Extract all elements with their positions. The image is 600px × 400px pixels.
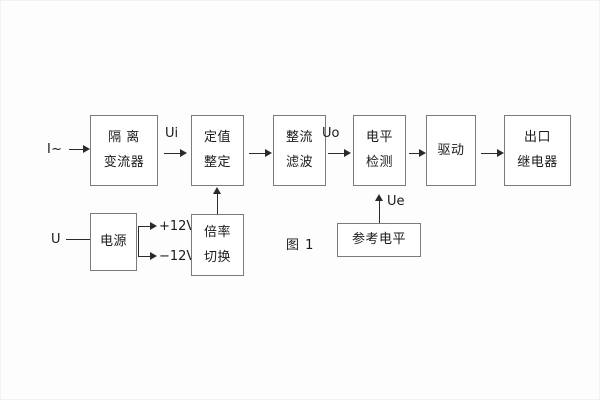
- signal-ui-label: Ui: [165, 126, 179, 141]
- arrowhead-reference-to-level: [374, 194, 383, 201]
- block-reference-level[interactable]: 参考电平: [337, 223, 421, 257]
- block-output-relay-line-1: 出口: [523, 130, 551, 146]
- block-power-supply[interactable]: 电源: [90, 213, 137, 271]
- connector-input-to-isolation: [69, 149, 84, 150]
- block-rectify-filter-line-1: 整流: [285, 130, 313, 146]
- block-drive-line-1: 驱动: [437, 142, 465, 158]
- connector-setting-to-rectify: [249, 153, 266, 154]
- block-multiplier-switch-line-1: 倍率: [203, 224, 231, 240]
- block-isolation-ct[interactable]: 隔 离 变流器: [90, 115, 158, 186]
- block-isolation-ct-line-1: 隔 离: [108, 130, 140, 146]
- label-pos-12v: +12V: [159, 219, 196, 234]
- block-drive[interactable]: 驱动: [426, 115, 476, 186]
- block-setting-adjust-line-1: 定值: [203, 130, 231, 146]
- block-level-detect-line-2: 检测: [365, 155, 393, 170]
- connector-power-neg12v: [138, 256, 151, 257]
- connector-level-to-drive: [409, 153, 420, 154]
- arrowhead-drive-to-relay: [497, 148, 504, 157]
- figure-caption: 图 1: [286, 238, 315, 253]
- block-power-supply-line-1: 电源: [99, 234, 127, 250]
- connector-isolation-to-setting: [164, 153, 181, 154]
- block-output-relay-line-2: 继电器: [517, 155, 558, 170]
- signal-ue-label: Ue: [387, 194, 405, 209]
- arrowhead-input-to-isolation: [83, 144, 90, 153]
- label-neg-12v: −12V: [159, 249, 196, 264]
- arrowhead-level-to-drive: [419, 148, 426, 157]
- block-output-relay[interactable]: 出口 继电器: [504, 115, 571, 186]
- block-isolation-ct-line-2: 变流器: [103, 155, 145, 170]
- input-voltage-label: U: [51, 232, 61, 247]
- connector-input-to-power: [66, 239, 92, 240]
- connector-power-rail-bus: [138, 226, 139, 257]
- block-multiplier-switch-line-2: 切换: [203, 249, 231, 265]
- block-rectify-filter[interactable]: 整流 滤波: [273, 115, 326, 186]
- connector-power-pos12v: [138, 226, 151, 227]
- block-level-detect-line-1: 电平: [365, 130, 393, 146]
- connector-multiplier-to-setting: [217, 193, 218, 214]
- arrowhead-power-pos12v: [150, 221, 157, 230]
- arrowhead-power-neg12v: [150, 251, 157, 260]
- arrowhead-setting-to-rectify: [265, 148, 272, 157]
- arrowhead-multiplier-to-setting: [212, 187, 221, 194]
- arrowhead-rectify-to-level: [344, 148, 351, 157]
- connector-drive-to-relay: [481, 153, 498, 154]
- block-reference-level-line-1: 参考电平: [351, 232, 406, 248]
- arrowhead-isolation-to-setting: [180, 148, 187, 157]
- block-multiplier-switch[interactable]: 倍率 切换: [191, 214, 244, 276]
- block-rectify-filter-line-2: 滤波: [285, 155, 313, 170]
- block-setting-adjust[interactable]: 定值 整定: [191, 115, 244, 186]
- connector-rectify-to-level: [328, 153, 345, 154]
- connector-reference-to-level: [379, 200, 380, 223]
- block-setting-adjust-line-2: 整定: [203, 155, 231, 170]
- block-level-detect[interactable]: 电平 检测: [353, 115, 406, 186]
- input-current-label: I~: [47, 142, 63, 157]
- signal-uo-label: Uo: [322, 126, 340, 141]
